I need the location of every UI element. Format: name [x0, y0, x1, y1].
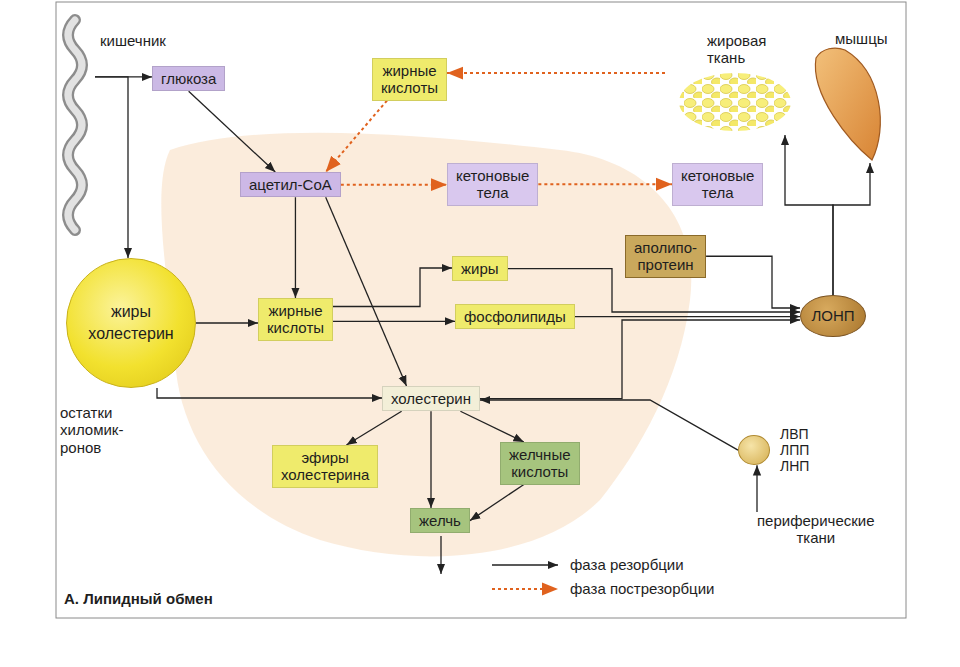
process-box: жиры: [452, 256, 508, 281]
flow-arrow: [157, 388, 382, 398]
node-text: аполипо- протеин: [634, 239, 697, 274]
flow-arrow: [460, 411, 523, 442]
legend-line: [492, 588, 558, 590]
flow-arrow: [189, 91, 276, 172]
process-box: аполипо- протеин: [625, 235, 706, 278]
liver-shape: [161, 133, 691, 557]
flow-arrow: [470, 485, 524, 521]
node-text: желчные кислоты: [509, 446, 571, 481]
flow-arrow: [326, 101, 387, 173]
flow-arrow: [95, 77, 128, 258]
flow-arrow: [430, 411, 431, 508]
frame: [56, 2, 906, 618]
legend-sample: [490, 582, 562, 596]
process-box: фосфолипиды: [455, 304, 575, 329]
legend-sample: [490, 558, 562, 572]
legend-line: [492, 564, 558, 565]
node-text: жирные кислоты: [381, 62, 438, 97]
node-text: холестерин: [88, 325, 173, 343]
flow-arrow: [333, 268, 452, 307]
node-text: ЛОНП: [811, 307, 854, 324]
legend-text: фаза пострезорбции: [570, 580, 714, 597]
intestine-lumen: [68, 20, 82, 230]
muscle-picture: [815, 48, 880, 160]
process-box: кетоновые тела: [447, 163, 538, 206]
node-text: кетоновые тела: [456, 167, 529, 202]
fat-tissue-picture: [679, 73, 791, 131]
node-text: глюкоза: [161, 70, 216, 87]
legend-row: фаза резорбции: [490, 556, 684, 573]
node-text: жировая ткань: [707, 32, 766, 67]
node-text: жирные кислоты: [267, 302, 324, 337]
flow-arrow: [341, 184, 447, 186]
process-box: жирные кислоты: [258, 298, 333, 341]
process-box: ацетил-СоА: [240, 172, 341, 197]
flow-arrow: [346, 411, 401, 445]
lipid-droplet: жиры холестерин: [66, 258, 196, 388]
flow-arrow: [575, 316, 800, 317]
process-box: глюкоза: [152, 66, 225, 91]
flow-arrow: [196, 322, 258, 323]
intestine-label: кишечник: [60, 18, 175, 233]
flow-arrow: [756, 465, 757, 512]
node-text: мышцы: [835, 30, 895, 47]
node-text: фосфолипиды: [464, 308, 566, 325]
flow-arrow: [833, 163, 870, 295]
node-text: ацетил-СоА: [249, 176, 332, 193]
bile-outflow-arrow: [440, 536, 441, 574]
legend-text: фаза резорбции: [570, 556, 684, 573]
node-text: периферические ткани: [757, 512, 875, 547]
node-text: ЛВП ЛПП ЛНП: [780, 426, 809, 474]
process-box: кетоновые тела: [672, 163, 763, 206]
process-box: холестерин: [382, 386, 480, 411]
process-box: эфиры холестерина: [272, 445, 378, 488]
node-text: эфиры холестерина: [281, 449, 369, 484]
node-text: жиры: [111, 303, 151, 321]
lipoprotein-particle: ЛОНП: [800, 295, 866, 337]
node-text: кишечник: [100, 32, 175, 49]
legend-row: фаза пострезорбции: [490, 580, 714, 597]
node-text: желчь: [419, 512, 461, 529]
node-shape: [738, 435, 770, 465]
flow-arrow: [295, 197, 296, 298]
lipoprotein-particle: ЛВП ЛПП ЛНП: [738, 426, 809, 474]
diagram-title: А. Липидный обмен: [64, 590, 213, 607]
flow-arrow: [326, 197, 407, 386]
flow-arrow: [480, 320, 800, 399]
node-text: кетоновые тела: [681, 167, 754, 202]
process-box: жирные кислоты: [372, 58, 447, 101]
flow-arrow: [706, 256, 800, 308]
annotation: остатки хиломик- ронов: [60, 404, 155, 456]
node-shape: [60, 18, 95, 233]
tissue-label: жировая ткань: [665, 30, 795, 135]
flow-arrow: [333, 321, 455, 322]
process-box: желчные кислоты: [500, 442, 580, 485]
flow-arrow: [538, 183, 672, 185]
node-text: холестерин: [391, 390, 471, 407]
node-text: жиры: [461, 260, 499, 277]
intestine: [68, 20, 82, 230]
flow-arrow: [785, 135, 833, 295]
tissue-label: мышцы: [805, 28, 895, 163]
tissue-label: периферические ткани: [757, 512, 875, 547]
process-box: желчь: [410, 508, 470, 533]
flow-arrow: [447, 72, 665, 74]
